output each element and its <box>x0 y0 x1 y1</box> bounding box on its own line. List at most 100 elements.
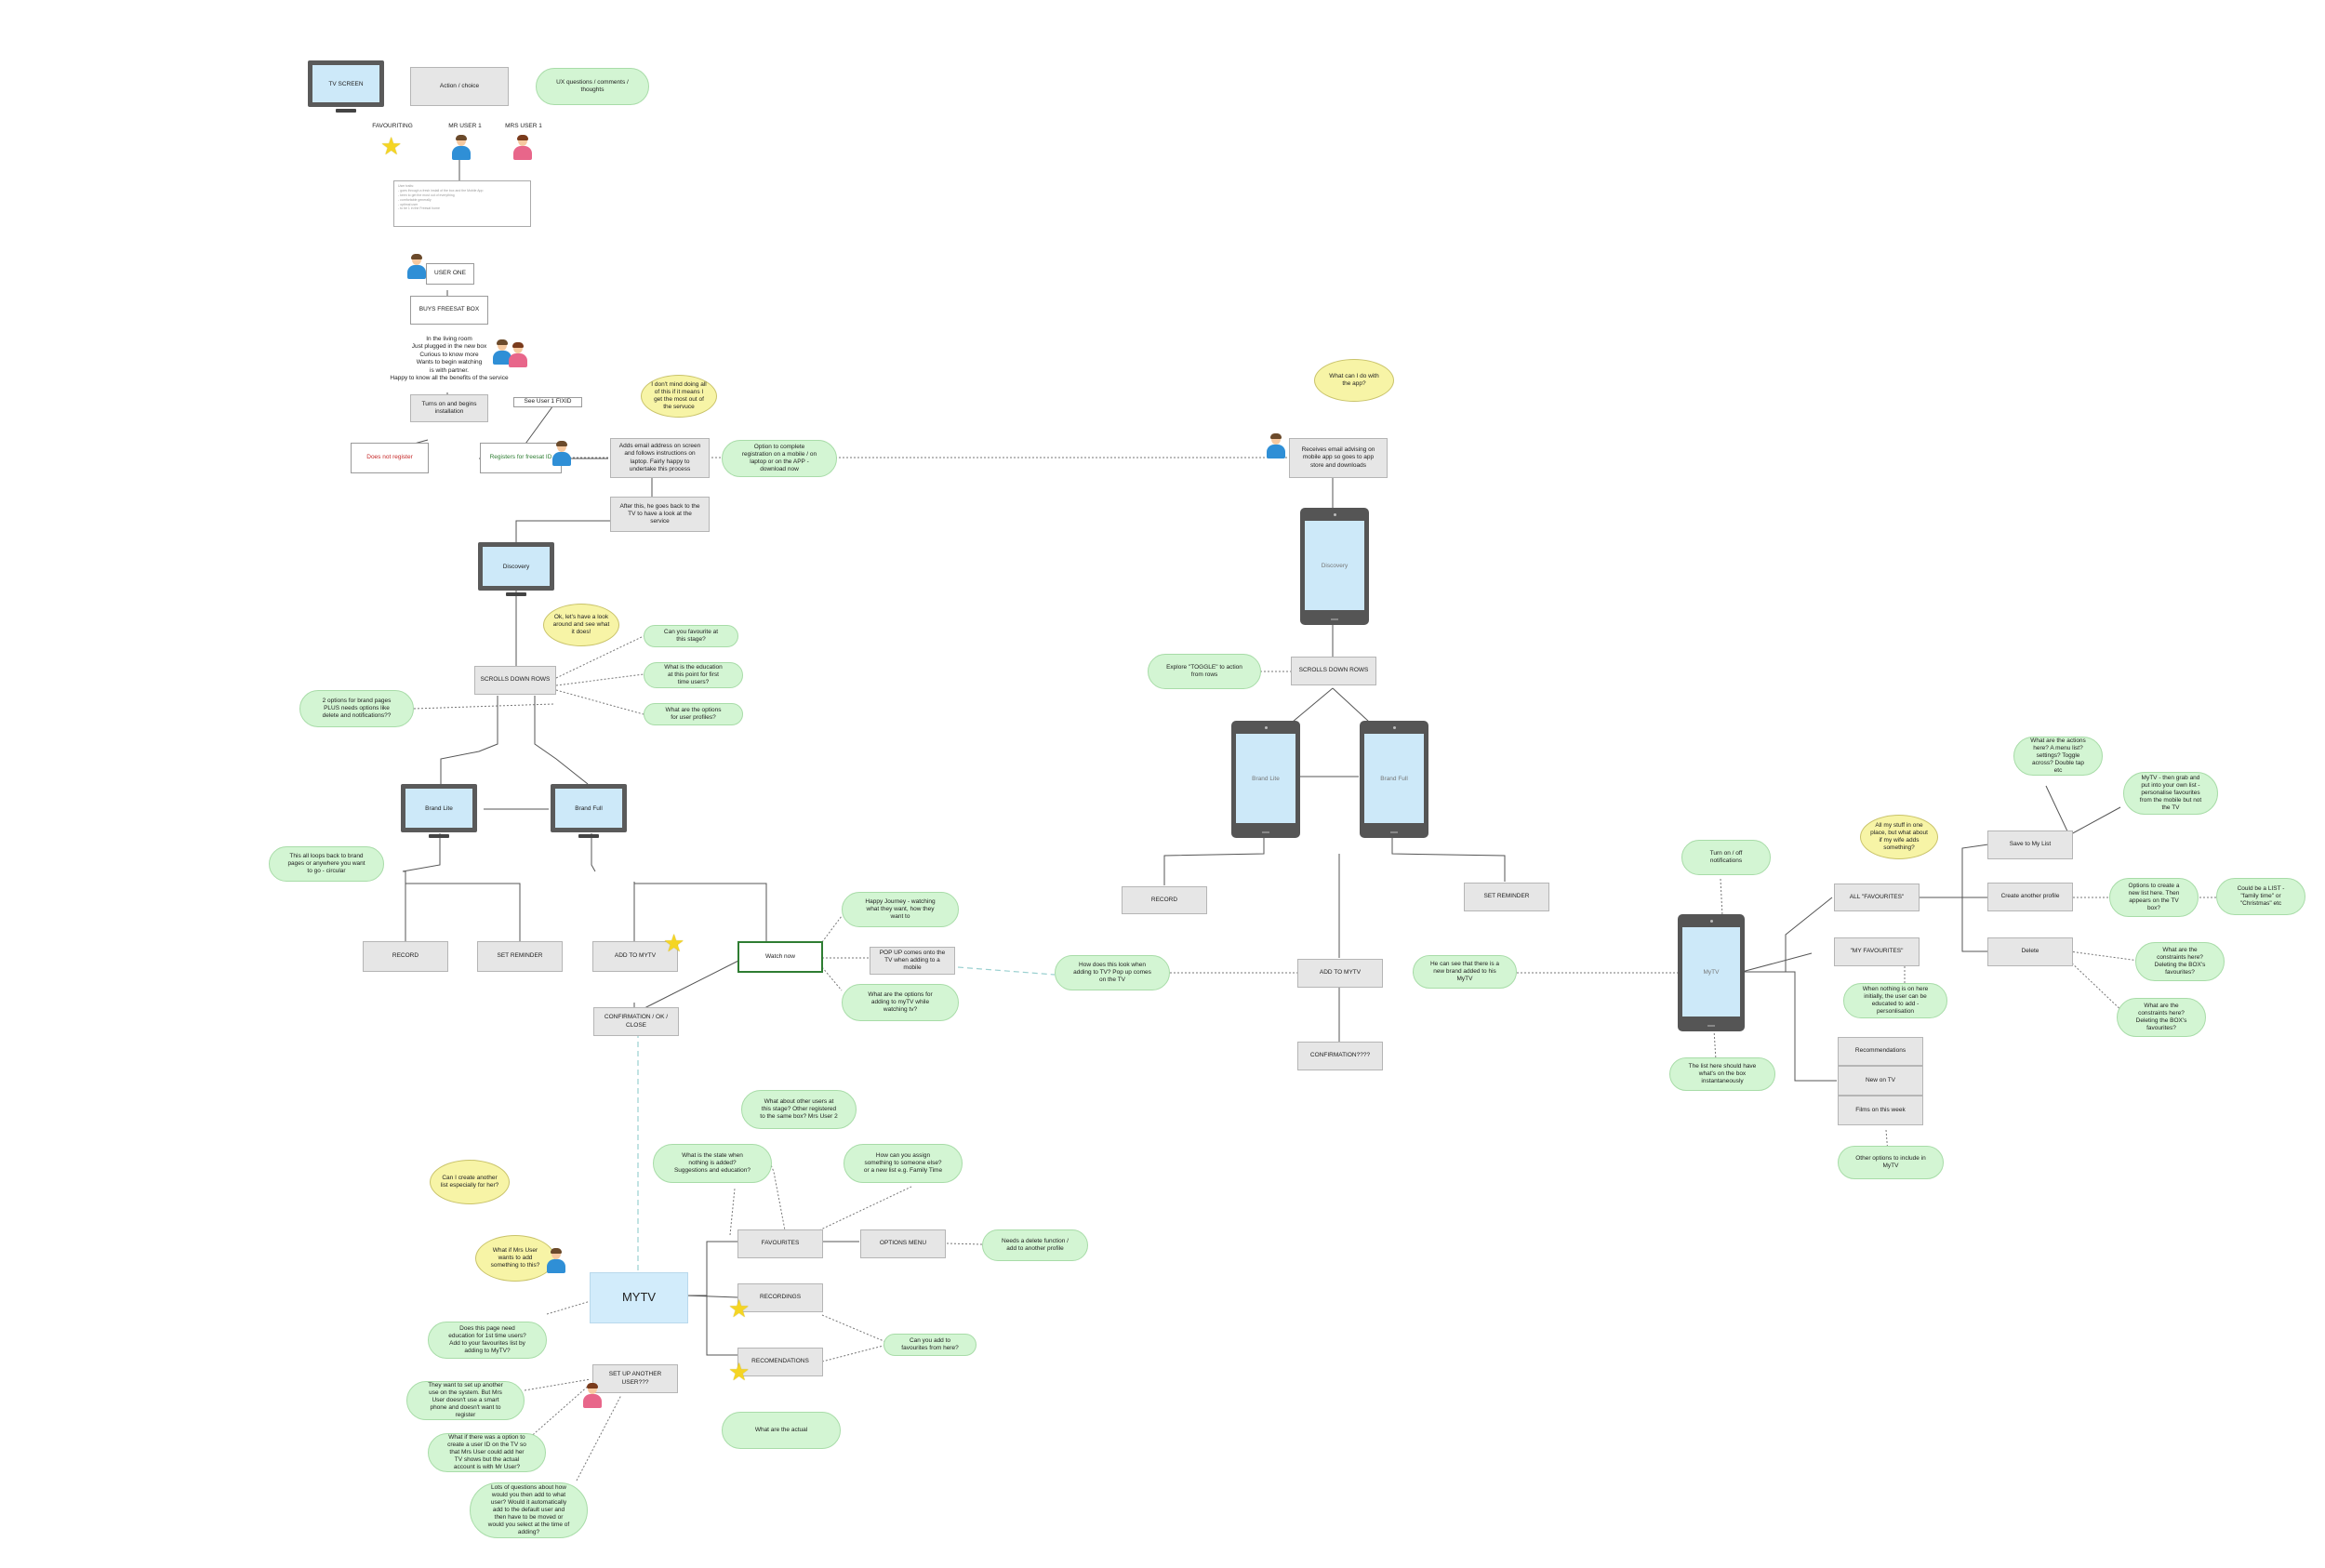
mr-user-icon <box>547 1248 565 1273</box>
set-up-user-box: SET UP ANOTHER USER??? <box>592 1364 678 1393</box>
dashed-connector <box>821 915 843 943</box>
save-to-list-box: Save to My List <box>1987 831 2073 859</box>
lots-of-questions-bubble: Lots of questions about how would you th… <box>470 1482 588 1538</box>
connector <box>1961 897 1988 952</box>
does-not-register-box: Does not register <box>351 443 429 473</box>
connector <box>1741 952 1813 973</box>
create-profile-box: Create another profile <box>1987 883 2073 911</box>
dashed-connector <box>821 966 843 991</box>
connector <box>1292 687 1334 723</box>
confirmation-box: CONFIRMATION???? <box>1297 1042 1383 1070</box>
q-assign-bubble: How can you assign something to someone … <box>844 1144 963 1183</box>
other-options-bubble: Other options to include in MyTV <box>1838 1146 1944 1179</box>
q-favourite-bubble: Can you favourite at this stage? <box>644 625 738 647</box>
dashed-connector <box>2068 950 2140 962</box>
dashed-connector <box>1720 878 1723 917</box>
user-traits-note: User traits: - goes through a fresh inst… <box>393 180 531 227</box>
connector <box>634 883 767 941</box>
connector <box>520 398 559 451</box>
mrs-user-icon <box>513 135 532 160</box>
favourites-box: FAVOURITES <box>737 1229 823 1258</box>
receives-email-box: Receives email advising on mobile app so… <box>1289 438 1388 478</box>
connector <box>1391 837 1506 882</box>
what-are-actual-bubble: What are the actual <box>722 1412 841 1449</box>
thought-bubble: I don't mind doing all of this if it mea… <box>641 375 717 418</box>
q-state-bubble: What is the state when nothing is added?… <box>653 1144 772 1183</box>
mytv-grab-bubble: MyTV - then grab and put into your own l… <box>2123 772 2218 815</box>
star-icon: ★ <box>380 132 403 160</box>
nothing-here-bubble: When nothing is on here initially, the u… <box>1843 983 1947 1018</box>
thought-bubble: Ok, let's have a look around and see wha… <box>543 604 619 646</box>
scrolls-down-box: SCROLLS DOWN ROWS <box>1291 657 1376 685</box>
connector <box>2068 806 2121 836</box>
happy-journey-bubble: Happy Journey - watching what they want,… <box>842 892 959 927</box>
connector <box>440 696 498 784</box>
dashed-connector <box>576 1394 622 1482</box>
add-to-mytv-box: ADD TO MYTV <box>1297 959 1383 988</box>
thought-bubble: Can I create another list especially for… <box>430 1160 510 1204</box>
recommendations-item: Recommendations <box>1838 1037 1923 1066</box>
mr-user-icon <box>493 339 512 365</box>
add-to-mytv-box: ADD TO MYTV <box>592 941 678 972</box>
connector <box>636 957 745 1013</box>
teal-dashed-connector <box>957 966 1056 976</box>
connector <box>685 1295 737 1356</box>
dashed-connector <box>2068 960 2129 1017</box>
turn-notifications-bubble: Turn on / off notifications <box>1681 840 1771 875</box>
dashed-connector <box>821 1314 889 1344</box>
recordings-box: RECORDINGS <box>737 1283 823 1312</box>
mrs-user-icon <box>509 342 527 367</box>
q-what-about-bubble: What about other users at this stage? Ot… <box>741 1090 857 1129</box>
connector <box>1919 844 1989 898</box>
mytv-box: MYTV <box>590 1272 688 1323</box>
connector <box>1742 897 1833 973</box>
user-one-icon <box>407 254 426 279</box>
living-room-context: In the living room Just plugged in the n… <box>390 336 509 382</box>
dashed-connector <box>821 1345 884 1362</box>
dashed-connector <box>808 1186 912 1236</box>
brand-full-tv: Brand Full <box>551 784 627 838</box>
connector <box>515 520 611 542</box>
connector <box>402 833 441 941</box>
list-note-bubble: The list here should have what's on the … <box>1669 1057 1775 1091</box>
dashed-connector <box>524 1378 591 1391</box>
connector <box>1332 687 1370 723</box>
adds-email-box: Adds email address on screen and follows… <box>610 438 710 478</box>
needs-delete-bubble: Needs a delete function / add to another… <box>982 1229 1088 1261</box>
mr-user-icon <box>452 135 471 160</box>
connector <box>591 833 596 872</box>
see-user-box: See User 1 FIXID <box>513 397 582 407</box>
registers-box: Registers for freesat ID <box>480 443 562 473</box>
set-reminder-box: SET REMINDER <box>477 941 563 972</box>
discovery-phone: Discovery <box>1300 508 1369 625</box>
q-constraints-bubble: What are the constraints here? Deleting … <box>2117 998 2206 1037</box>
q-options-adding-bubble: What are the options for adding to myTV … <box>842 984 959 1021</box>
thought-bubble: What if Mrs User wants to add something … <box>475 1235 555 1282</box>
options-menu-box: OPTIONS MENU <box>860 1229 946 1258</box>
watch-now-box: Watch now <box>737 941 823 973</box>
q-profiles-bubble: What are the options for user profiles? <box>644 703 743 725</box>
q-constraints-bubble: What are the constraints here? Deleting … <box>2135 942 2225 981</box>
q-education-bubble: Does this page need education for 1st ti… <box>428 1322 547 1359</box>
star-icon: ★ <box>728 1295 751 1322</box>
brand-lite-phone: Brand Lite <box>1231 721 1300 838</box>
brand-lite-tv: Brand Lite <box>401 784 477 838</box>
q-add-favs-bubble: Can you add to favourites from here? <box>884 1334 976 1356</box>
connector <box>405 883 521 941</box>
legend-ux-bubble: UX questions / comments / thoughts <box>536 68 649 105</box>
dashed-connector <box>729 1188 736 1236</box>
record-box: RECORD <box>363 941 448 972</box>
option-mobile-bubble: Option to complete registration on a mob… <box>722 440 837 477</box>
they-want-bubble: They want to set up another use on the s… <box>406 1381 525 1420</box>
two-options-bubble: 2 options for brand pages PLUS needs opt… <box>299 690 414 727</box>
thought-bubble: What can I do with the app? <box>1314 359 1394 402</box>
confirmation-box: CONFIRMATION / OK / CLOSE <box>593 1007 679 1036</box>
set-reminder-box: SET REMINDER <box>1464 883 1549 911</box>
connector <box>1742 971 1837 1082</box>
legend-action-box: Action / choice <box>410 67 509 106</box>
after-this-box: After this, he goes back to the TV to ha… <box>610 497 710 532</box>
how-look-bubble: How does this look when adding to TV? Po… <box>1055 955 1170 990</box>
dashed-connector <box>555 673 644 686</box>
films-this-week-item: Films on this week <box>1838 1096 1923 1125</box>
